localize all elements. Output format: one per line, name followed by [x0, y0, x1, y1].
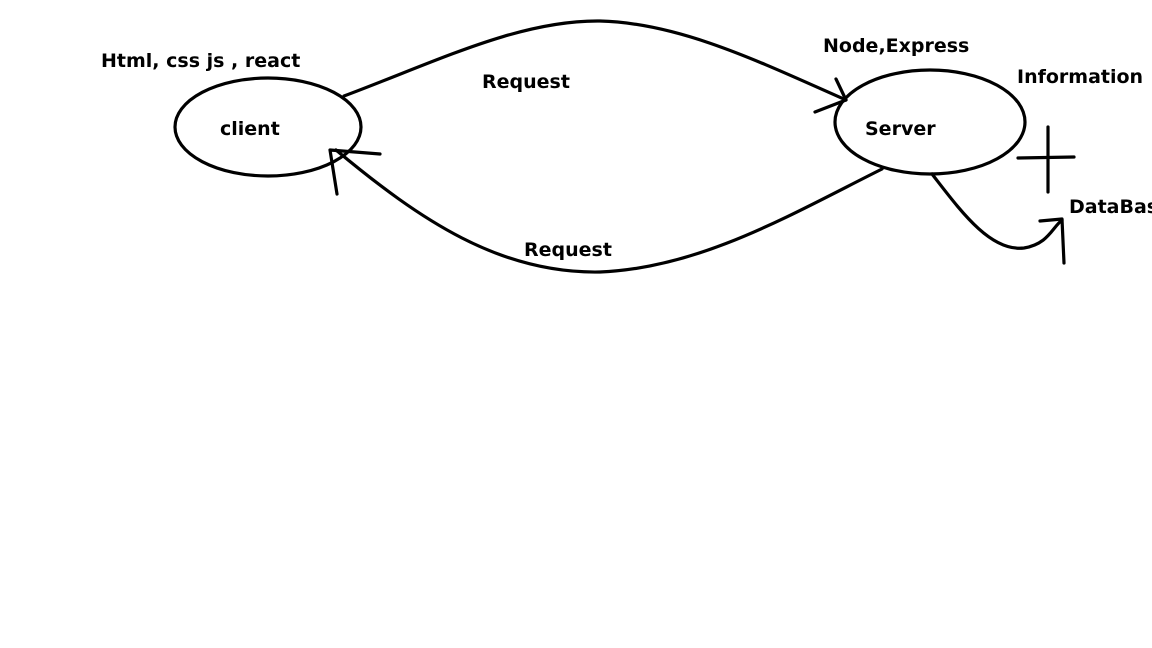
request-arc-top — [342, 19, 848, 102]
server-node — [833, 68, 1027, 176]
database-label: DataBase — [1069, 196, 1152, 218]
arrowhead-top — [813, 77, 848, 114]
top-request-label: Request — [482, 71, 570, 93]
server-tech-label: Node,Express — [823, 35, 970, 57]
client-node — [173, 76, 363, 178]
client-node-label: client — [220, 118, 280, 140]
arrowhead-bottom — [328, 148, 382, 196]
arrowhead-database — [1038, 217, 1066, 265]
bottom-request-label: Request — [524, 239, 612, 261]
request-arc-bottom — [334, 148, 884, 274]
server-node-label: Server — [865, 118, 936, 140]
information-label: Information — [1017, 66, 1144, 88]
plus-horizontal — [1016, 155, 1076, 160]
client-tech-label: Html, css js , react — [101, 50, 301, 72]
database-link — [930, 172, 1064, 250]
